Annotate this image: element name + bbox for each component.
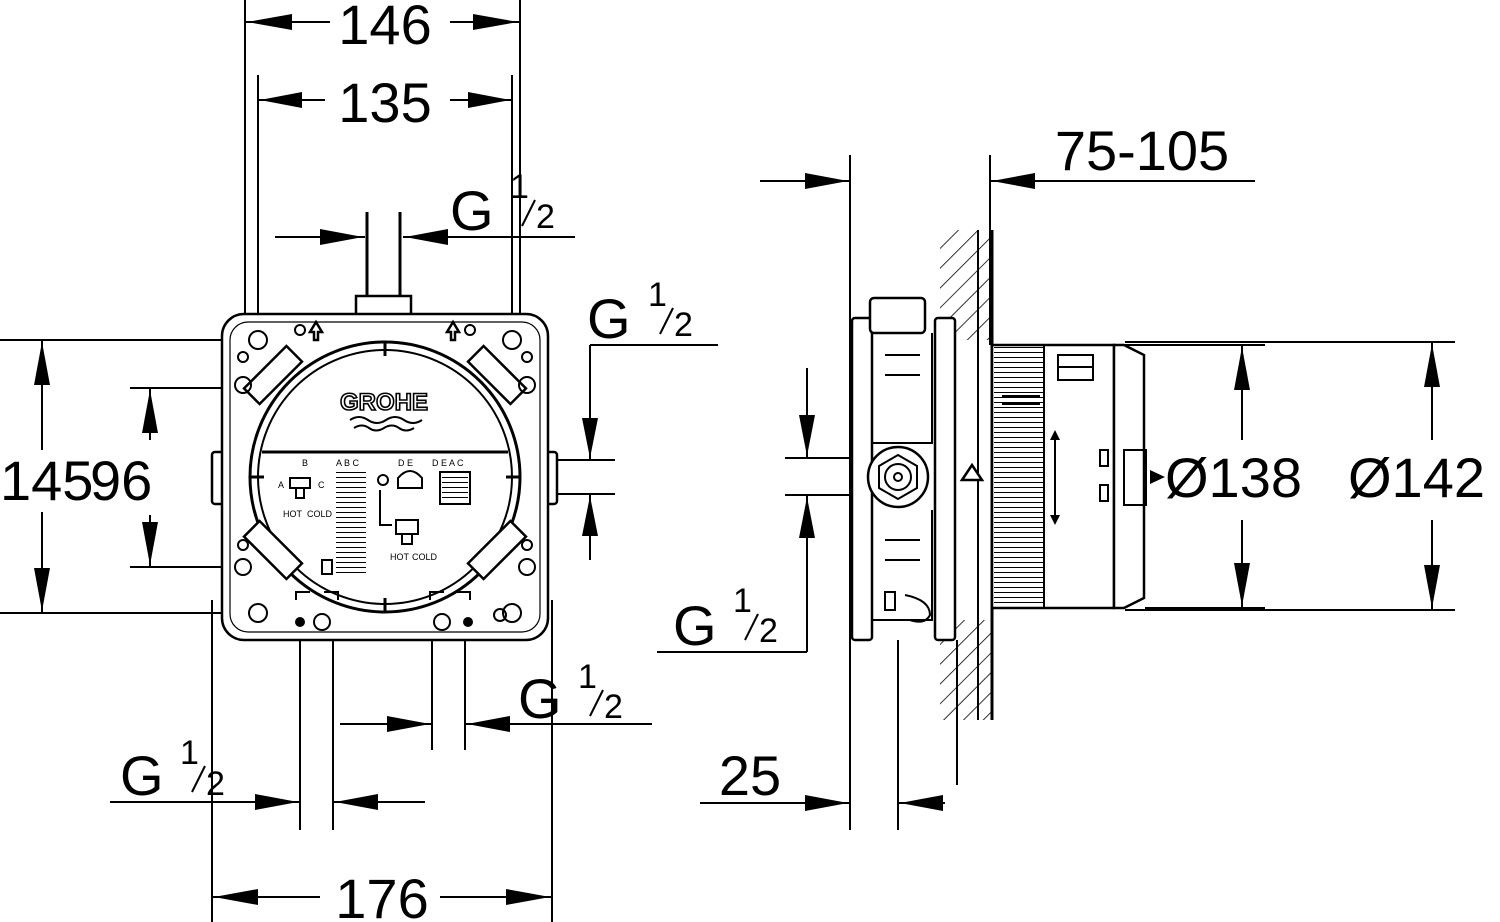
plate-label-de: D E xyxy=(398,458,413,468)
dim-diameter-142-label: Ø142 xyxy=(1348,446,1485,509)
dimension-96: 96 xyxy=(90,388,158,567)
side-g-den: 2 xyxy=(759,612,778,650)
diagonal-clips xyxy=(242,344,528,581)
bottom-right-g-den: 2 xyxy=(604,688,623,726)
dim-135-label: 135 xyxy=(338,71,431,134)
plate-label-a: A xyxy=(278,480,284,490)
plate-label-c: C xyxy=(318,480,325,490)
dimension-75-105: 75-105 xyxy=(760,119,1255,189)
dim-diameter-138-label: Ø138 xyxy=(1165,446,1302,509)
dimension-176: 176 xyxy=(212,867,552,922)
valve-body-side xyxy=(850,296,1147,642)
bottom-left-g-sup: 1 xyxy=(180,734,199,772)
dimension-right-g-half: G 1 2 xyxy=(582,276,718,560)
top-g-main: G xyxy=(450,179,494,242)
dimension-bottom-right-g-half: G 1 2 xyxy=(340,658,652,732)
dim-75-105-label: 75-105 xyxy=(1055,119,1229,182)
plate-label-deac: D E A C xyxy=(432,458,464,468)
right-g-main: G xyxy=(587,287,631,350)
dimension-diameter-138: Ø138 xyxy=(1150,345,1302,608)
plate-label-hot-2: HOT xyxy=(390,552,410,562)
right-g-den: 2 xyxy=(674,306,693,344)
plate-label-cold-2: COLD xyxy=(412,552,438,562)
dim-176-label: 176 xyxy=(335,867,428,922)
top-g-den: 2 xyxy=(536,198,555,236)
top-g-sup: 1 xyxy=(510,168,529,206)
bottom-connections xyxy=(295,591,473,631)
dim-145-label: 145 xyxy=(0,449,93,512)
bottom-right-g-sup: 1 xyxy=(578,658,597,696)
dimension-25: 25 xyxy=(700,744,945,811)
plate-label-b: B xyxy=(302,458,308,468)
bottom-right-g-main: G xyxy=(518,667,562,730)
side-g-sup: 1 xyxy=(733,582,752,620)
side-g-main: G xyxy=(673,594,717,657)
bottom-left-g-den: 2 xyxy=(206,765,225,803)
dimension-bottom-left-g-half: G 1 2 xyxy=(110,734,425,810)
brand-logo-text: GROHE xyxy=(340,389,428,416)
front-view: 146 135 G 1 2 145 xyxy=(0,0,718,922)
plate-labels: B A B C D E D E A C A C HOT COLD HOT COL… xyxy=(278,458,464,562)
dimension-diameter-142: Ø142 xyxy=(1348,342,1485,610)
dim-96-label: 96 xyxy=(90,449,152,512)
corner-lugs xyxy=(234,324,536,623)
dimension-top-g-half: G 1 2 xyxy=(275,168,575,245)
plate-pictograms xyxy=(289,470,471,575)
right-g-sup: 1 xyxy=(648,276,667,314)
dimension-145: 145 xyxy=(0,340,93,613)
dimension-side-g-half: G 1 2 xyxy=(657,368,815,657)
dimension-146: 146 xyxy=(245,0,520,56)
valve-body-front: GROHE B A B C D E D E A C A C HOT COLD H… xyxy=(210,212,559,642)
dim-25-label: 25 xyxy=(719,744,781,807)
side-view: 75-105 xyxy=(657,119,1485,830)
plate-label-hot-1: HOT xyxy=(283,509,303,519)
plate-label-cold-1: COLD xyxy=(307,509,333,519)
dim-146-label: 146 xyxy=(338,0,431,56)
dimension-135: 135 xyxy=(258,71,512,134)
plate-label-abc: A B C xyxy=(336,458,360,468)
bottom-left-g-main: G xyxy=(120,744,164,807)
